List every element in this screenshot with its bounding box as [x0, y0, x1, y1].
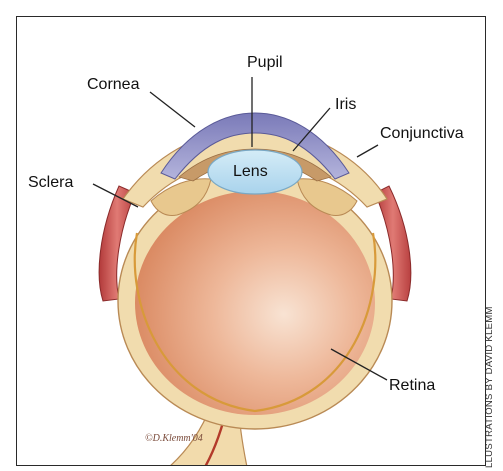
lens-label: Lens: [233, 164, 268, 180]
cornea-label: Cornea: [87, 77, 139, 93]
iris-label: Iris: [335, 97, 356, 113]
cornea-leader: [150, 92, 195, 127]
conjunctiva-label: Conjunctiva: [380, 126, 464, 142]
pupil-label: Pupil: [247, 55, 283, 71]
diagram-frame: Pupil Cornea Iris Conjunctiva Sclera Len…: [16, 16, 486, 466]
vitreous-body: [135, 191, 375, 415]
illustration-credit: LLUSTRATIONS BY DAVID KLEMM: [484, 306, 495, 468]
conjunctiva-leader: [357, 145, 378, 157]
retina-label: Retina: [389, 378, 435, 394]
sclera-label: Sclera: [28, 175, 73, 191]
artist-signature: ©D.Klemm'04: [145, 434, 203, 444]
